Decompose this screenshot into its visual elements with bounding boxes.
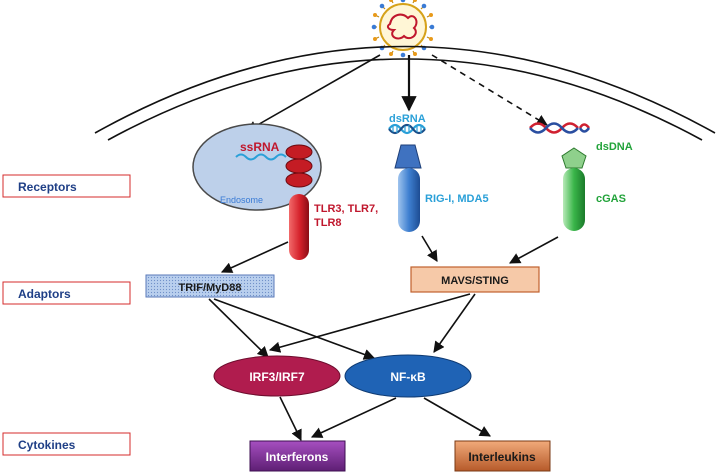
endosome-label: Endosome xyxy=(220,195,263,205)
cgas-to-mavs-arrow xyxy=(509,236,559,264)
nfkb-to-interferons-arrow xyxy=(310,397,397,438)
mavs-sting-label: MAVS/STING xyxy=(441,275,509,287)
interferons-label: Interferons xyxy=(266,450,329,464)
mavs-sting-box: MAVS/STING xyxy=(410,266,540,293)
mavs-to-nfkb-arrow xyxy=(433,293,476,353)
cgas-sensor-icon xyxy=(561,147,587,231)
adaptors-label: Adaptors xyxy=(18,287,71,301)
dsrna-label: dsRNA xyxy=(389,113,426,125)
dsdna-label: dsDNA xyxy=(596,141,633,153)
cgas-label: cGAS xyxy=(596,193,626,205)
virus-to-endosome-arrow xyxy=(246,54,381,132)
tlr-label-line1: TLR3, TLR7, xyxy=(314,203,378,215)
tlr-to-trif-arrow xyxy=(220,241,289,273)
virus-to-dsdna-arrow xyxy=(431,54,548,126)
cytokines-box: Cytokines xyxy=(2,432,131,456)
irf3-irf7-node: IRF3/IRF7 xyxy=(213,355,341,397)
nf-kb-node: NF-κB xyxy=(344,354,472,398)
cytokines-label: Cytokines xyxy=(18,438,76,452)
virus-icon xyxy=(371,0,435,58)
interleukins-box: Interleukins xyxy=(454,440,551,472)
irf-to-interferons-arrow xyxy=(279,396,302,442)
interleukins-label: Interleukins xyxy=(468,450,536,464)
mavs-to-irf-arrow xyxy=(268,293,471,353)
rig-i-to-mavs-arrow xyxy=(421,235,438,262)
trif-myd88-label: TRIF/MyD88 xyxy=(179,282,242,294)
rig-i-label: RIG-I, MDA5 xyxy=(425,193,489,205)
cell-membrane xyxy=(94,45,716,141)
dsdna-double-helix-icon xyxy=(529,122,591,134)
irf3-irf7-label: IRF3/IRF7 xyxy=(249,370,305,384)
ssrna-label: ssRNA xyxy=(240,140,280,154)
trif-to-irf-arrow xyxy=(208,298,269,358)
nfkb-to-interleukins-arrow xyxy=(423,397,491,437)
trif-to-nfkb-arrow xyxy=(213,298,376,360)
tlr-receptor-icon xyxy=(285,144,313,260)
nf-kb-label: NF-κB xyxy=(390,370,426,384)
adaptors-box: Adaptors xyxy=(2,281,131,305)
ssrna-strand xyxy=(235,153,287,161)
tlr-label-line2: TLR8 xyxy=(314,217,342,229)
rig-i-receptor-icon xyxy=(394,144,422,232)
interferons-box: Interferons xyxy=(249,440,346,472)
dsrna-double-helix-icon xyxy=(388,123,426,135)
trif-myd88-box: TRIF/MyD88 xyxy=(145,274,275,298)
endosome xyxy=(192,123,322,211)
receptors-label: Receptors xyxy=(18,180,77,194)
receptors-box: Receptors xyxy=(2,174,131,198)
